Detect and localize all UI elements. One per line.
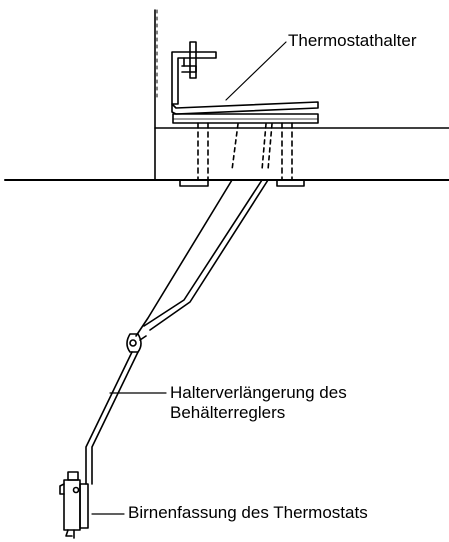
leader-thermostat-holder — [225, 41, 287, 101]
holder-extension-label-line2: Behälterreglers — [170, 403, 286, 422]
bulb-socket-label: Birnenfassung des Thermostats — [128, 503, 368, 522]
cabinet-wall — [154, 9, 158, 181]
thermostat-holder-plate — [171, 101, 319, 124]
thermostat-holder-label: Thermostathalter — [288, 31, 417, 50]
thermostat-bracket — [171, 41, 217, 105]
holder-extension-label-line1: Halterverlängerung des — [170, 383, 347, 402]
holder-extension-label: Halterverlängerung des Behälterreglers — [170, 383, 347, 423]
bulb-socket — [59, 471, 89, 539]
holder-extension-arm — [85, 123, 273, 485]
mounting-posts — [179, 122, 305, 187]
leader-lines — [91, 41, 287, 515]
